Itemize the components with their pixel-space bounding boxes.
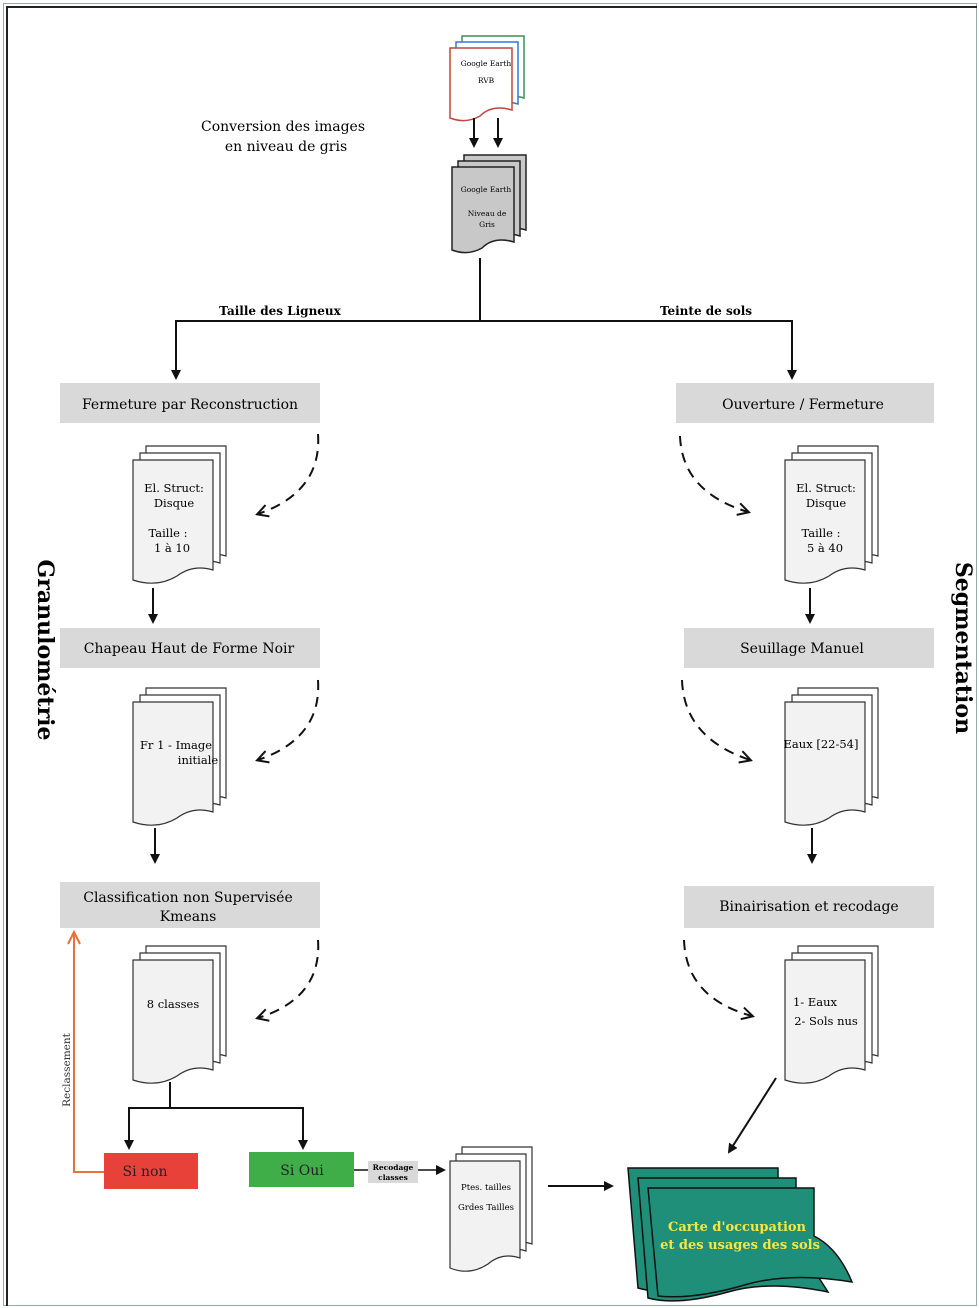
yes-box <box>249 1152 354 1187</box>
right-dashed-arrow-3 <box>683 939 752 1016</box>
recode-line2: classes <box>378 1173 408 1182</box>
branch-left-label: Taille des Ligneux <box>219 304 341 318</box>
left-doc2-line2: initiale <box>178 753 219 767</box>
right-doc1: El. Struct: Disque Taille : 5 à 40 <box>784 445 879 584</box>
left-step3-line2: Kmeans <box>160 909 217 925</box>
right-doc3-line1: 1- Eaux <box>793 995 838 1009</box>
reclass-label: Reclassement <box>61 1032 73 1107</box>
recode-box <box>368 1161 418 1183</box>
right-doc1-line3: Taille : <box>801 526 840 540</box>
right-doc2-label: Eaux [22-54] <box>784 737 859 751</box>
left-step2-box <box>60 628 320 668</box>
page-border-shadow <box>3 3 977 1306</box>
right-step1-box <box>676 383 934 423</box>
reclass-arrowhead <box>67 929 81 945</box>
right-step2-label: Seuillage Manuel <box>740 641 864 657</box>
left-doc4: Ptes. tailles Grdes Tailles <box>449 1146 533 1272</box>
side-title-right: Segmentation <box>950 562 976 734</box>
final-line1: Carte d'occupation <box>668 1220 807 1235</box>
left-doc1: El. Struct: Disque Taille : 1 à 10 <box>132 445 227 584</box>
gray-document: Google Earth Niveau de Gris <box>451 154 527 254</box>
reclass-arrow-line <box>73 932 104 1173</box>
left-step3-box <box>60 882 320 928</box>
right-doc1-line1: El. Struct: <box>796 481 856 495</box>
right-doc1-line4: 5 à 40 <box>807 541 843 555</box>
conversion-label-line2: en niveau de gris <box>225 139 347 155</box>
left-doc2: Fr 1 - Image initiale <box>132 687 227 826</box>
right-step3-label: Binairisation et recodage <box>719 899 898 915</box>
source-doc-line1: Google Earth <box>461 59 512 68</box>
right-dashed-arrow-1 <box>679 435 748 512</box>
recode-line1: Recodage <box>373 1163 414 1172</box>
source-doc-line2: RVB <box>478 76 495 85</box>
no-label: Si non <box>123 1164 168 1180</box>
right-dashed-arrow-2 <box>681 679 750 760</box>
final-map-document: Carte d'occupation et des usages des sol… <box>627 1167 854 1302</box>
left-doc4-line2: Grdes Tailles <box>458 1203 514 1213</box>
left-doc3: 8 classes <box>132 945 227 1084</box>
right-step2-box <box>684 628 934 668</box>
right-step3-box <box>684 886 934 928</box>
right-doc2: Eaux [22-54] <box>784 687 879 826</box>
left-step3-line1: Classification non Supervisée <box>83 890 293 906</box>
conversion-label-line1: Conversion des images <box>201 119 365 135</box>
left-dashed-arrow-1 <box>258 433 320 514</box>
left-step1-box <box>60 383 320 423</box>
right-doc3-line2: 2- Sols nus <box>794 1014 858 1028</box>
left-dashed-arrow-3 <box>258 939 320 1018</box>
left-step2-label: Chapeau Haut de Forme Noir <box>84 641 295 657</box>
gray-doc-line2: Niveau de <box>468 209 507 218</box>
left-doc3-label: 8 classes <box>147 997 200 1011</box>
left-doc1-line3: Taille : <box>148 526 187 540</box>
yes-label: Si Oui <box>280 1163 324 1179</box>
right-doc1-line2: Disque <box>806 496 847 510</box>
left-doc1-line4: 1 à 10 <box>154 541 190 555</box>
left-doc1-line1: El. Struct: <box>144 481 204 495</box>
right-step1-label: Ouverture / Fermeture <box>722 397 884 413</box>
left-doc4-line1: Ptes. tailles <box>461 1183 511 1193</box>
arrow-right-to-final <box>727 1077 777 1154</box>
page-border <box>6 6 977 1306</box>
side-title-left: Granulométrie <box>32 559 58 740</box>
no-box <box>104 1153 198 1189</box>
left-dashed-arrow-2 <box>258 679 320 760</box>
left-step1-label: Fermeture par Reconstruction <box>82 397 298 413</box>
gray-doc-line1: Google Earth <box>461 185 512 194</box>
final-line2: et des usages des sols <box>660 1238 820 1253</box>
right-doc3: 1- Eaux 2- Sols nus <box>784 945 879 1084</box>
left-doc1-line2: Disque <box>154 496 195 510</box>
left-doc2-line1: Fr 1 - Image <box>140 738 212 752</box>
branch-right-label: Teinte de sols <box>660 304 752 318</box>
source-document: Google Earth RVB <box>449 35 525 122</box>
gray-doc-line3: Gris <box>479 220 495 229</box>
